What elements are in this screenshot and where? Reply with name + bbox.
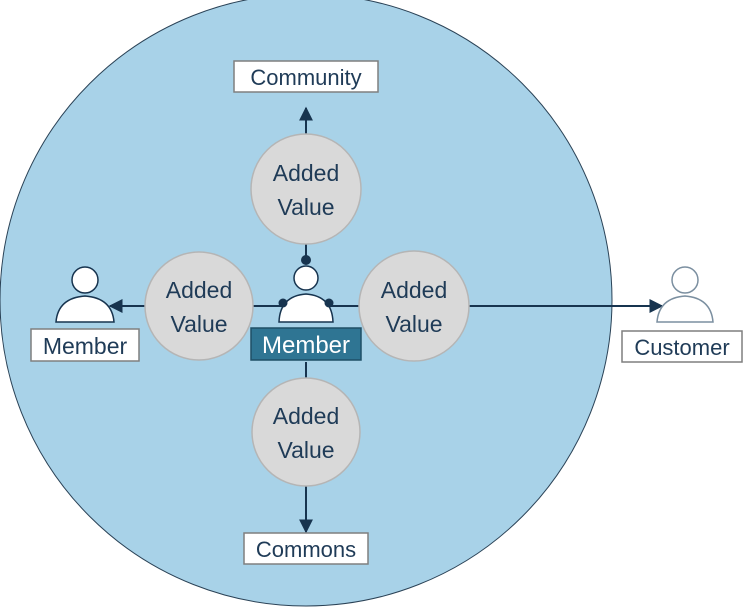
- member-person-icon: [55, 266, 115, 323]
- added-value-right-line1: Added: [381, 277, 448, 303]
- added-value-top-line2: Value: [277, 194, 334, 220]
- added-value-top: Added Value: [250, 133, 362, 245]
- added-value-right: Added Value: [358, 250, 470, 362]
- commons-label-box: Commons: [243, 532, 369, 565]
- customer-label: Customer: [634, 335, 729, 360]
- added-value-left: Added Value: [144, 251, 254, 361]
- member-label-box: Member: [30, 328, 140, 362]
- added-value-bottom-line2: Value: [277, 437, 334, 463]
- center-member-label-box: Member: [250, 327, 362, 361]
- added-value-left-line1: Added: [166, 277, 233, 303]
- community-label: Community: [250, 65, 361, 90]
- added-value-left-line2: Value: [170, 311, 227, 337]
- commons-label: Commons: [256, 537, 356, 562]
- center-member-label: Member: [262, 332, 350, 359]
- customer-label-box: Customer: [621, 330, 743, 363]
- added-value-bottom-line1: Added: [273, 403, 340, 429]
- member-label: Member: [43, 333, 128, 359]
- added-value-bottom: Added Value: [251, 377, 361, 487]
- added-value-top-line1: Added: [273, 160, 340, 186]
- community-label-box: Community: [233, 60, 379, 93]
- added-value-right-line2: Value: [385, 311, 442, 337]
- customer-person-icon: [656, 266, 714, 323]
- center-member-person-icon: [278, 255, 334, 323]
